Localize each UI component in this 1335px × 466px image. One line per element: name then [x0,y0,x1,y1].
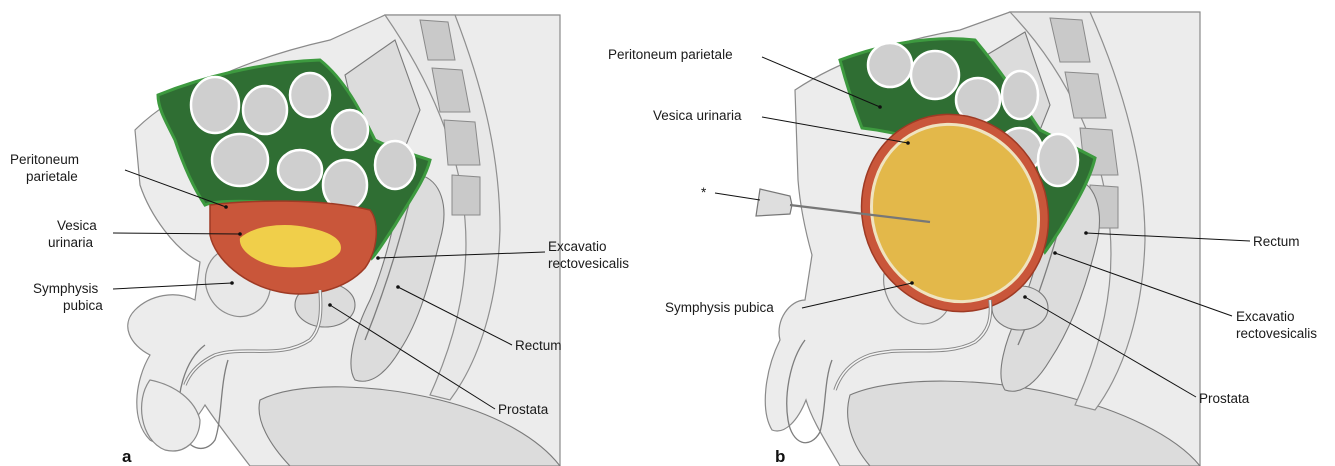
bowel-loop-b4 [1002,71,1038,119]
leader-prostata-a-dot [328,303,332,307]
label-peritoneum-a-l2: parietale [26,169,78,184]
leader-symphysis-a-dot [230,281,234,285]
panel-letter-a: a [122,447,132,466]
bowel-loop-a2 [243,86,287,134]
bowel-loop-b6 [1038,134,1078,186]
panel-b: Peritoneum parietale Vesica urinaria * S… [608,12,1317,466]
panel-a: Peritoneum parietale Vesica urinaria Sym… [10,15,629,466]
label-peritoneum-b: Peritoneum parietale [608,47,733,62]
leader-rectum-b-dot [1084,231,1088,235]
leader-excavatio-b-dot [1053,251,1057,255]
leader-vesica-a-dot [238,232,242,236]
bowel-loop-b1 [868,43,912,87]
panel-letter-b: b [775,447,785,466]
label-excavatio-a-l2: rectovesicalis [548,256,629,271]
leader-asterisk-b [715,193,760,200]
label-symphysis-b: Symphysis pubica [665,300,774,315]
label-prostata-b: Prostata [1199,391,1250,406]
bowel-loop-b2 [911,51,959,99]
bowel-loop-a7 [323,160,367,210]
label-excavatio-a-l1: Excavatio [548,239,607,254]
label-prostata-a: Prostata [498,402,549,417]
bowel-loop-a5 [212,134,268,186]
bowel-loop-a6 [278,150,322,190]
bowel-loop-a3 [290,73,330,117]
label-vesica-a-l2: urinaria [48,235,94,250]
leader-peritoneum-b-dot [878,105,882,109]
bowel-loop-a1 [191,77,239,133]
label-asterisk-b: * [701,185,707,200]
label-rectum-a: Rectum [515,338,562,353]
label-vesica-b: Vesica urinaria [653,108,742,123]
vertebra-a4 [452,175,480,215]
leader-excavatio-a-dot [376,256,380,260]
bowel-loop-a4 [332,110,368,150]
bowel-loop-a8 [375,141,415,189]
label-symphysis-a-l1: Symphysis [33,281,99,296]
label-excavatio-b-l1: Excavatio [1236,309,1295,324]
label-vesica-a-l1: Vesica [57,218,97,233]
leader-symphysis-b-dot [910,281,914,285]
label-peritoneum-a-l1: Peritoneum [10,152,79,167]
leader-rectum-a-dot [396,285,400,289]
label-excavatio-b-l2: rectovesicalis [1236,326,1317,341]
leader-prostata-b-dot [1023,295,1027,299]
label-rectum-b: Rectum [1253,234,1300,249]
vertebra-a3 [444,120,480,165]
syringe-hub [756,189,792,216]
leader-peritoneum-a-dot [224,205,228,209]
label-symphysis-a-l2: pubica [63,298,103,313]
leader-vesica-b-dot [906,141,910,145]
